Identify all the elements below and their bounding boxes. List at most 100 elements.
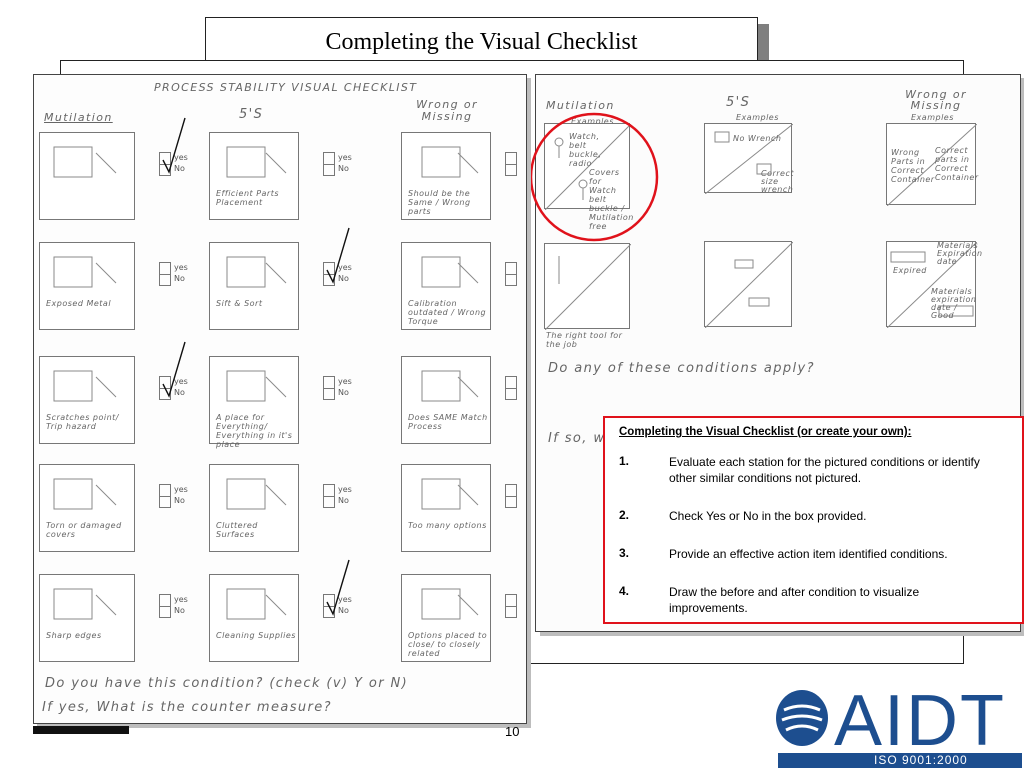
- yes-no-checkbox[interactable]: [505, 376, 517, 400]
- step-2-number: 2.: [619, 508, 630, 522]
- diagonal-drawing: [704, 123, 794, 195]
- title-box: Completing the Visual Checklist: [205, 17, 758, 68]
- yes-no-checkbox[interactable]: [159, 594, 171, 618]
- right-cell-5s-1: No Wrench Correct size wrench: [704, 123, 795, 195]
- page-title: Completing the Visual Checklist: [325, 29, 638, 55]
- checkmark-icon: [326, 559, 350, 616]
- right-col-5s: 5'S: [726, 95, 751, 110]
- diagonal-drawing: [886, 241, 978, 329]
- no-label: No: [338, 164, 349, 173]
- right-note-3: No Wrench: [733, 134, 782, 143]
- checklist-cell: Scratches point/ Trip hazard: [39, 356, 135, 444]
- checklist-cell: Options placed to close/ to closely rela…: [401, 574, 491, 662]
- yes-label: yes: [174, 595, 188, 604]
- yes-label: yes: [338, 595, 352, 604]
- diagonal-drawing: [544, 243, 632, 331]
- right-question-2: If so, w: [548, 431, 606, 446]
- cell-sketch: [421, 256, 479, 288]
- left-col-5s: 5'S: [239, 107, 264, 122]
- cell-sketch: [53, 256, 117, 288]
- step-3-number: 3.: [619, 546, 630, 560]
- right-cell-wrong-1: Wrong Parts in Correct Container Correct…: [886, 123, 979, 207]
- cell-caption: Sharp edges: [46, 631, 102, 640]
- right-note-5: Wrong Parts in Correct Container: [891, 148, 935, 184]
- cell-caption: Calibration outdated / Wrong Torque: [408, 299, 487, 326]
- no-label: No: [174, 496, 185, 505]
- cell-caption: Scratches point/ Trip hazard: [46, 413, 120, 431]
- checklist-cell: Should be the Same / Wrong parts: [401, 132, 491, 220]
- yes-label: yes: [338, 485, 352, 494]
- right-note-4: Correct size wrench: [761, 169, 795, 194]
- left-col-mutilation: Mutilation: [44, 111, 113, 124]
- right-cell-wrong-2: Materials Expiration date Expired Materi…: [886, 241, 983, 329]
- cell-sketch: [53, 478, 117, 510]
- cell-caption: Does SAME Match Process: [408, 413, 488, 431]
- checkmark-icon: [326, 227, 350, 284]
- checklist-cell: Too many options: [401, 464, 491, 552]
- cell-sketch: [226, 146, 287, 178]
- yes-label: yes: [174, 263, 188, 272]
- right-cell-5s-2: [704, 241, 794, 329]
- instructions-heading: Completing the Visual Checklist (or crea…: [619, 426, 912, 438]
- iso-certification: ISO 9001:2000: [874, 753, 968, 767]
- left-question-2: If yes, What is the counter measure?: [42, 700, 332, 715]
- checkmark-icon: [162, 341, 186, 398]
- no-label: No: [338, 496, 349, 505]
- step-3-text: Provide an effective action item identif…: [669, 547, 948, 561]
- checklist-cell: Sift & Sort: [209, 242, 299, 330]
- yes-label: yes: [338, 377, 352, 386]
- yes-no-checkbox[interactable]: [323, 376, 335, 400]
- right-col-wrong-missing: Wrong or Missing: [905, 88, 967, 112]
- cell-caption: A place for Everything/ Everything in it…: [216, 413, 293, 449]
- cell-caption: Efficient Parts Placement: [216, 189, 280, 207]
- cell-caption: Torn or damaged covers: [46, 521, 122, 539]
- checklist-cell: Cluttered Surfaces: [209, 464, 299, 552]
- checklist-cell: [39, 132, 135, 220]
- right-note-8: Materials Expiration date: [937, 241, 983, 266]
- diagonal-drawing: [704, 241, 794, 329]
- no-label: No: [174, 274, 185, 283]
- step-2-text: Check Yes or No in the box provided.: [669, 509, 867, 523]
- cell-caption: Should be the Same / Wrong parts: [408, 189, 471, 216]
- cell-sketch: [421, 370, 479, 402]
- step-4-text: Draw the before and after condition to v…: [669, 585, 920, 615]
- no-label: No: [174, 388, 185, 397]
- yes-no-checkbox[interactable]: [505, 152, 517, 176]
- cell-sketch: [53, 146, 117, 178]
- right-note-7: The right tool for the job: [546, 331, 623, 349]
- cell-caption: Cleaning Supplies: [216, 631, 296, 640]
- yes-no-checkbox[interactable]: [323, 484, 335, 508]
- iso-bar: [778, 753, 1022, 768]
- right-examples-1: Examples: [571, 117, 614, 126]
- right-note-10: Materials expiration date / Good: [931, 287, 977, 320]
- no-label: No: [174, 164, 185, 173]
- checklist-cell: Does SAME Match Process: [401, 356, 491, 444]
- right-question-1: Do any of these conditions apply?: [548, 361, 815, 376]
- checklist-cell: Efficient Parts Placement: [209, 132, 299, 220]
- cell-sketch: [53, 588, 117, 620]
- checkmark-icon: [162, 117, 186, 174]
- right-note-6: Correct parts in Correct Container: [935, 146, 979, 182]
- yes-label: yes: [338, 263, 352, 272]
- no-label: No: [338, 388, 349, 397]
- cell-caption: Too many options: [408, 521, 487, 530]
- highlight-circle: [529, 112, 659, 242]
- left-col-wrong-missing: Wrong or Missing: [416, 98, 478, 123]
- yes-no-checkbox[interactable]: [159, 262, 171, 286]
- cell-caption: Cluttered Surfaces: [216, 521, 258, 539]
- yes-no-checkbox[interactable]: [505, 594, 517, 618]
- cell-caption: Sift & Sort: [216, 299, 263, 308]
- cell-sketch: [226, 588, 287, 620]
- yes-label: yes: [338, 153, 352, 162]
- checklist-cell: Exposed Metal: [39, 242, 135, 330]
- yes-label: yes: [174, 153, 188, 162]
- right-cell-mutilation-2: [544, 243, 632, 331]
- yes-no-checkbox[interactable]: [323, 152, 335, 176]
- yes-no-checkbox[interactable]: [159, 484, 171, 508]
- no-label: No: [338, 274, 349, 283]
- right-examples-2: Examples: [736, 113, 779, 122]
- cell-sketch: [226, 478, 287, 510]
- instructions-box: Completing the Visual Checklist (or crea…: [603, 416, 1024, 624]
- yes-no-checkbox[interactable]: [505, 262, 517, 286]
- yes-no-checkbox[interactable]: [505, 484, 517, 508]
